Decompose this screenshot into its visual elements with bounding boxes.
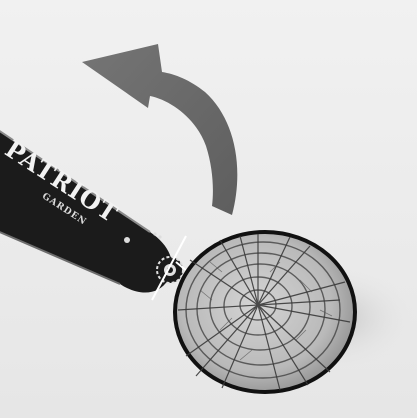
log-cross-section-icon (175, 232, 355, 392)
chainsaw-bar-icon: PATRIOT GARDEN (0, 128, 183, 293)
sprocket-icon (157, 257, 183, 283)
curved-arrow-up-left-icon (82, 44, 237, 215)
